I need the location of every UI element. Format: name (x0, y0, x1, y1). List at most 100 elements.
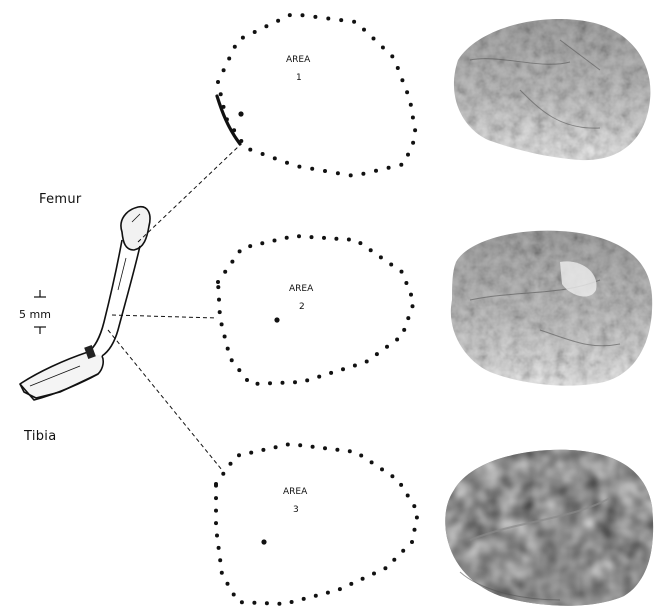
outline-dot (326, 591, 330, 595)
outline-dot (406, 494, 410, 498)
outline-dot (380, 467, 384, 471)
outline-dot (415, 516, 419, 520)
outline-dot (349, 173, 353, 177)
area-outlines (214, 13, 419, 606)
specimen-photo-2 (451, 231, 652, 386)
outline-dot (277, 602, 281, 606)
outline-dot (288, 13, 292, 17)
svg-text:AREA: AREA (286, 55, 311, 65)
outline-dot (298, 443, 302, 447)
outline-dot (273, 239, 277, 243)
outline-dot (314, 594, 318, 598)
outline-dot (349, 582, 353, 586)
outline-dot (285, 161, 289, 165)
area-3-center-dot (261, 539, 266, 544)
outline-dot (240, 600, 244, 604)
outline-dot (411, 141, 415, 145)
outline-dot (261, 152, 265, 156)
outline-dot (226, 347, 230, 351)
outline-dot (215, 534, 219, 538)
svg-text:3: 3 (293, 505, 299, 515)
svg-text:1: 1 (296, 73, 302, 83)
leader-lines (108, 145, 240, 470)
outline-dot (265, 601, 269, 605)
outline-dot (317, 375, 321, 379)
outline-dot (310, 235, 314, 239)
outline-dot (230, 260, 234, 264)
outline-dot (276, 19, 280, 23)
outline-dot (400, 270, 404, 274)
outline-dot (404, 281, 408, 285)
outline-dot (334, 237, 338, 241)
outline-dot (229, 462, 233, 466)
outline-dot (339, 18, 343, 22)
outline-dot (237, 368, 241, 372)
outline-dot (347, 238, 351, 242)
svg-text:AREA: AREA (289, 284, 314, 294)
outline-dot (285, 236, 289, 240)
bone-sketch (20, 207, 150, 400)
femur-label: Femur (39, 192, 82, 207)
outline-dot (409, 293, 413, 297)
outline-dot (387, 166, 391, 170)
outline-dot (218, 558, 222, 562)
tibia-label: Tibia (23, 429, 56, 444)
outline-dot (302, 597, 306, 601)
outline-dot (249, 451, 253, 455)
outline-dot (390, 474, 394, 478)
outline-dot (252, 601, 256, 605)
outline-dot (374, 169, 378, 173)
outline-dot (323, 446, 327, 450)
outline-dot (389, 263, 393, 267)
outline-dot (245, 378, 249, 382)
outline-dot (352, 20, 356, 24)
outline-dot (218, 310, 222, 314)
outline-dot (214, 509, 218, 513)
outline-dot (348, 449, 352, 453)
outline-dot (232, 593, 236, 597)
outline-dot (411, 116, 415, 120)
area-2-center-dot (274, 317, 279, 322)
outline-dot (214, 521, 218, 525)
svg-text:AREA: AREA (283, 487, 308, 497)
outline-dot (297, 234, 301, 238)
outline-dot (329, 371, 333, 375)
scale-label: 5 mm (19, 308, 51, 321)
outline-dot (383, 566, 387, 570)
area-2-outline (216, 234, 415, 385)
outline-dot (293, 380, 297, 384)
outline-dot (214, 484, 218, 488)
outline-dot (227, 57, 231, 61)
outline-dot (219, 92, 223, 96)
outline-dot (390, 54, 394, 58)
outline-dot (353, 364, 357, 368)
outline-dot (361, 577, 365, 581)
outline-dot (310, 167, 314, 171)
outline-dot (395, 338, 399, 342)
outline-dot (216, 280, 220, 284)
outline-dot (405, 90, 409, 94)
outline-dot (248, 244, 252, 248)
outline-dot (362, 28, 366, 32)
outline-dot (369, 248, 373, 252)
outline-dot (290, 600, 294, 604)
outline-dot (413, 128, 417, 132)
outline-dot (338, 587, 342, 591)
area-1-label: AREA 1 (286, 55, 311, 83)
outline-dot (313, 15, 317, 19)
outline-dot (341, 367, 345, 371)
svg-text:2: 2 (299, 302, 305, 312)
outline-dot (406, 316, 410, 320)
area-1-outline (216, 13, 417, 177)
outline-dot (399, 483, 403, 487)
specimen-photo-3 (445, 450, 653, 606)
outline-dot (253, 30, 257, 34)
outline-dot (311, 445, 315, 449)
area-2-label: AREA 2 (289, 284, 314, 312)
outline-dot (365, 360, 369, 364)
outline-dot (233, 45, 237, 49)
outline-dot (336, 171, 340, 175)
outline-dot (402, 328, 406, 332)
specimen-photo-1 (454, 19, 650, 160)
